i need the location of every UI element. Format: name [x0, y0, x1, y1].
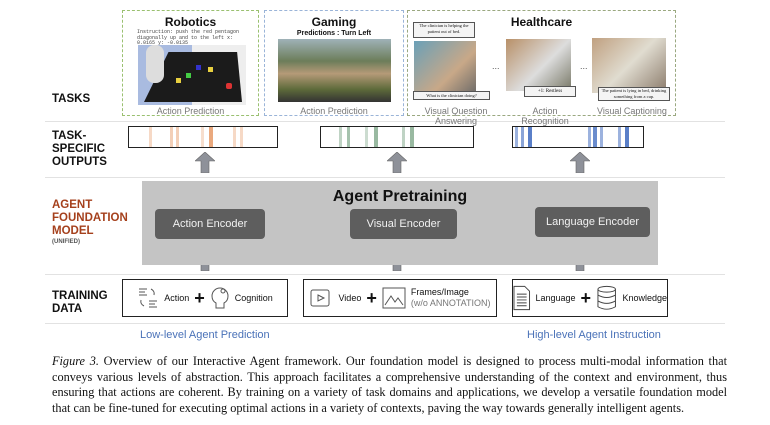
- output-token: [201, 127, 204, 147]
- plus-icon: +: [366, 287, 377, 308]
- output-token: [593, 127, 597, 147]
- output-token: [618, 127, 621, 147]
- vqa-question-bubble: What is the clinician doing?: [413, 91, 490, 100]
- output-token: [233, 127, 236, 147]
- action-frames: [506, 39, 571, 91]
- gaming-title: Gaming: [311, 15, 357, 29]
- robotics-instruction: Instruction: push the red pentagon diago…: [137, 29, 240, 46]
- label-foundation: AGENT FOUNDATION MODEL: [52, 199, 128, 237]
- image-icon: [382, 287, 406, 309]
- vqa-answer-bubble: The clinician is helping the patient out…: [413, 22, 475, 38]
- label-unified: (UNIFIED): [52, 239, 80, 245]
- visual-output-bar: [320, 126, 474, 148]
- high-level-label: High-level Agent Instruction: [527, 329, 661, 341]
- robotics-image: [138, 45, 246, 105]
- divider: [45, 121, 725, 122]
- robot-arm: [146, 45, 164, 83]
- divider: [45, 177, 725, 178]
- block: [196, 65, 201, 70]
- language-label: Language: [535, 293, 576, 303]
- caption-text: Overview of our Interactive Agent framew…: [52, 354, 727, 415]
- visual-captioning-caption: Visual Captioning: [597, 106, 667, 116]
- action-label: +1: Restless: [524, 86, 576, 97]
- gaming-screenshot: [278, 39, 391, 102]
- language-encoder: Language Encoder: [535, 207, 650, 237]
- block: [176, 78, 181, 83]
- action-icon: [139, 288, 158, 308]
- healthcare-title: Healthcare: [510, 15, 573, 29]
- output-token: [240, 127, 243, 147]
- frames-label: Frames/Image: [410, 287, 469, 297]
- output-token: [588, 127, 591, 147]
- output-token: [600, 127, 603, 147]
- action-recognition-caption: Action Recognition: [521, 106, 569, 126]
- vqa-caption: Visual Question Answering: [424, 106, 488, 126]
- output-token: [176, 127, 179, 147]
- robotics-title: Robotics: [164, 15, 217, 29]
- caption-bubble: The patient is lying in bed, drinking so…: [598, 87, 670, 101]
- divider: [45, 323, 725, 324]
- label-outputs: TASK- SPECIFIC OUTPUTS: [52, 130, 107, 168]
- up-arrow-icon: [195, 152, 215, 173]
- output-token: [347, 127, 350, 147]
- training-language-knowledge: Language + Knowledge: [512, 279, 668, 317]
- cognition-label: Cognition: [234, 293, 273, 303]
- document-icon: [513, 285, 531, 311]
- video-icon: [310, 289, 330, 307]
- frames-text: Frames/Image(w/o ANNOTATION): [411, 287, 491, 309]
- output-token: [374, 127, 378, 147]
- output-token: [625, 127, 629, 147]
- divider: [45, 274, 725, 275]
- label-training: TRAINING DATA: [52, 290, 108, 315]
- block: [226, 83, 232, 89]
- up-arrow-icon: [387, 152, 407, 173]
- output-token: [521, 127, 524, 147]
- task-gaming: Gaming Predictions : Turn Left Action Pr…: [264, 10, 404, 116]
- plus-icon: +: [194, 287, 205, 308]
- cognition-head-icon: [211, 287, 229, 309]
- annotation-note: (w/o ANNOTATION): [410, 298, 491, 308]
- label-tasks: TASKS: [52, 93, 91, 105]
- task-healthcare: Healthcare The clinician is helping the …: [407, 10, 676, 126]
- output-token: [402, 127, 405, 147]
- block: [208, 67, 213, 72]
- plus-icon: +: [580, 287, 592, 308]
- block: [186, 73, 191, 78]
- caption-label: Figure 3.: [52, 354, 99, 368]
- visual-encoder: Visual Encoder: [350, 209, 457, 239]
- action-output-bar: [128, 126, 278, 148]
- training-video-frames: Video + Frames/Image(w/o ANNOTATION): [303, 279, 497, 317]
- knowledge-label: Knowledge: [622, 293, 667, 303]
- gaming-caption: Action Prediction: [300, 106, 368, 116]
- vqa-frames: [414, 41, 476, 97]
- caption-frames: [592, 38, 666, 93]
- action-encoder: Action Encoder: [155, 209, 265, 239]
- language-output-bar: [512, 126, 644, 148]
- output-token: [365, 127, 368, 147]
- training-action-cognition: Action + Cognition: [122, 279, 288, 317]
- agent-pretraining-title: Agent Pretraining: [332, 188, 468, 205]
- ellipsis: ...: [492, 61, 500, 71]
- video-label: Video: [338, 293, 362, 303]
- output-token: [209, 127, 213, 147]
- action-label: Action: [164, 293, 190, 303]
- gaming-subtitle: Predictions : Turn Left: [296, 30, 372, 37]
- output-token: [528, 127, 532, 147]
- up-arrow-icon: [570, 152, 590, 173]
- task-robotics: Robotics Instruction: push the red penta…: [122, 10, 259, 116]
- output-token: [149, 127, 152, 147]
- low-level-label: Low-level Agent Prediction: [140, 329, 270, 341]
- database-icon: [597, 285, 616, 310]
- ellipsis: ...: [580, 61, 588, 71]
- agent-pretraining-block: Agent Pretraining Action Encoder Visual …: [142, 181, 658, 265]
- figure-caption: Figure 3. Overview of our Interactive Ag…: [52, 354, 727, 416]
- robotics-caption: Action Prediction: [156, 106, 225, 116]
- output-token: [339, 127, 342, 147]
- output-token: [410, 127, 414, 147]
- output-token: [515, 127, 518, 147]
- output-token: [170, 127, 173, 147]
